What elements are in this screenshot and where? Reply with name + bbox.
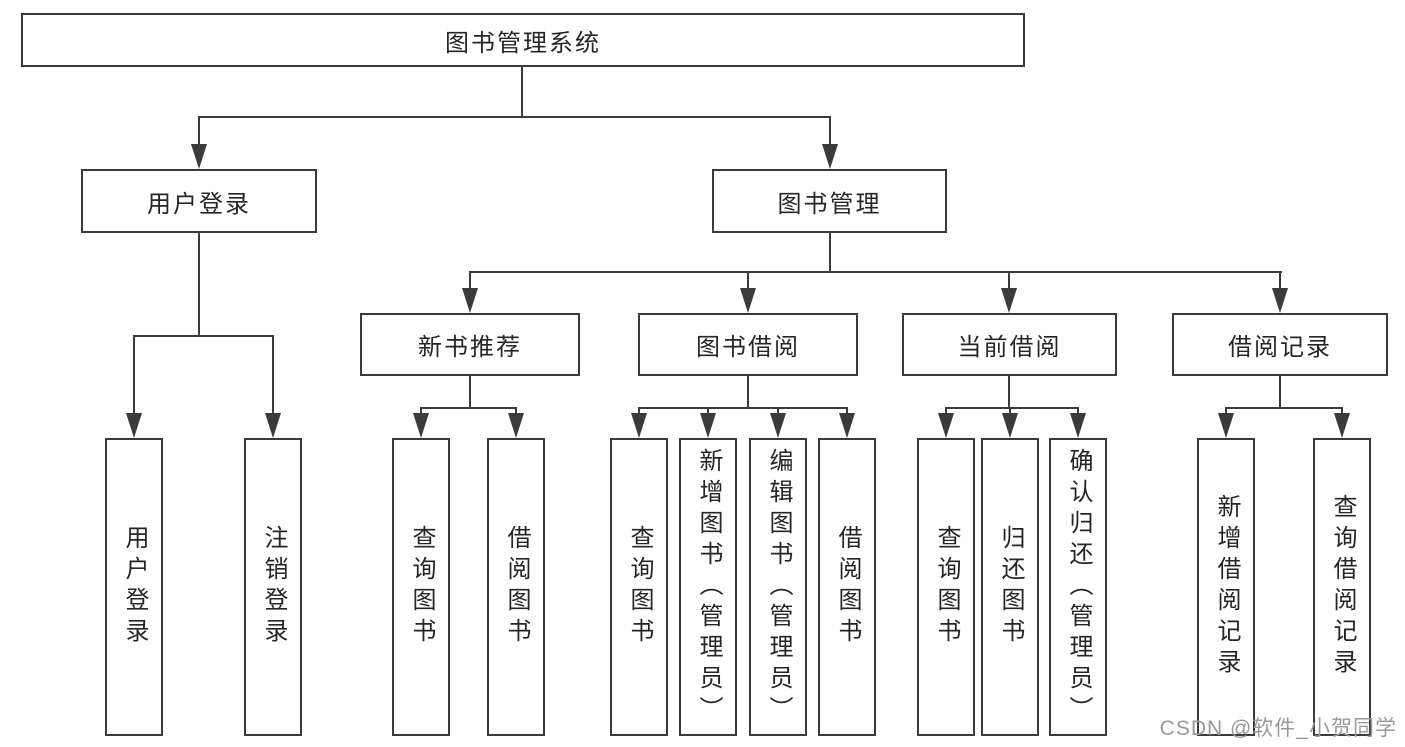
node-root-label: 图书管理系统	[445, 29, 601, 57]
arrowhead-down	[1218, 413, 1234, 438]
node-book-management-label: 图书管理	[777, 190, 882, 218]
leaf-confirm-return-admin-label: 确认归还（管理员）	[1065, 447, 1092, 727]
leaf-return-books-label: 归还图书	[997, 525, 1024, 649]
drop-line	[1279, 271, 1281, 291]
node-root-system: 图书管理系统	[21, 13, 1025, 67]
leaf-recommend-borrow-books-label: 借阅图书	[503, 525, 530, 649]
bar-line	[198, 116, 831, 118]
node-current-borrow-label: 当前借阅	[957, 334, 1062, 361]
leaf-logout-label: 注销登录	[260, 525, 287, 649]
drop-line	[829, 116, 831, 146]
arrowhead-down	[265, 413, 281, 438]
arrowhead-down	[1272, 288, 1288, 313]
stem-line	[829, 233, 831, 273]
node-borrow-records: 借阅记录	[1172, 313, 1388, 376]
drop-line	[1008, 271, 1010, 291]
csdn-watermark: CSDN @软件_小贺同学	[1159, 717, 1397, 740]
leaf-edit-books-admin: 编辑图书（管理员）	[749, 438, 807, 736]
leaf-edit-books-admin-label: 编辑图书（管理员）	[765, 447, 792, 727]
arrowhead-down	[631, 413, 647, 438]
leaf-borrow-books: 借阅图书	[818, 438, 876, 736]
bar-line	[638, 407, 848, 409]
stem-line	[198, 233, 200, 337]
leaf-recommend-borrow-books: 借阅图书	[487, 438, 545, 736]
stem-line	[1008, 376, 1010, 409]
stem-line	[747, 376, 749, 409]
drop-line	[515, 407, 517, 416]
leaf-current-query-books: 查询图书	[917, 438, 975, 736]
arrowhead-down	[700, 413, 716, 438]
node-new-book-recommend: 新书推荐	[360, 313, 580, 376]
drop-line	[420, 407, 422, 416]
drop-line	[777, 407, 779, 416]
arrowhead-down	[1002, 413, 1018, 438]
drop-line	[707, 407, 709, 416]
leaf-add-borrow-record-label: 新增借阅记录	[1213, 494, 1240, 680]
node-new-book-recommend-label: 新书推荐	[418, 334, 522, 361]
arrowhead-down	[770, 413, 786, 438]
drop-line	[1009, 407, 1011, 416]
stem-line	[1279, 376, 1281, 409]
bar-line	[1225, 407, 1343, 409]
leaf-recommend-query-books-label: 查询图书	[408, 525, 435, 649]
leaf-user-login: 用户登录	[105, 438, 163, 736]
leaf-add-books-admin: 新增图书（管理员）	[679, 438, 737, 736]
leaf-add-borrow-record: 新增借阅记录	[1197, 438, 1255, 736]
arrowhead-down	[1334, 413, 1350, 438]
leaf-recommend-query-books: 查询图书	[392, 438, 450, 736]
drop-line	[1341, 407, 1343, 416]
node-user-login-branch-label: 用户登录	[147, 190, 251, 218]
node-book-management-branch: 图书管理	[712, 169, 947, 233]
stem-line	[521, 67, 523, 118]
leaf-query-borrow-record-label: 查询借阅记录	[1329, 494, 1356, 680]
drop-line	[1225, 407, 1227, 416]
leaf-logout: 注销登录	[244, 438, 302, 736]
node-borrow-records-label: 借阅记录	[1228, 334, 1332, 361]
drop-line	[846, 407, 848, 416]
arrowhead-down	[822, 144, 838, 169]
stem-line	[469, 376, 471, 409]
leaf-borrow-books-label: 借阅图书	[834, 525, 861, 649]
node-current-borrow: 当前借阅	[902, 313, 1117, 376]
bar-line	[469, 271, 1282, 273]
node-book-borrow-label: 图书借阅	[696, 334, 800, 361]
arrowhead-down	[938, 413, 954, 438]
leaf-current-query-books-label: 查询图书	[933, 525, 960, 649]
drop-line	[1077, 407, 1079, 416]
arrowhead-down	[191, 144, 207, 169]
drop-line	[133, 335, 135, 415]
arrowhead-down	[1001, 288, 1017, 313]
node-user-login-branch: 用户登录	[81, 169, 317, 233]
bar-line	[945, 407, 1079, 409]
arrowhead-down	[413, 413, 429, 438]
drop-line	[198, 116, 200, 146]
leaf-add-books-admin-label: 新增图书（管理员）	[695, 447, 722, 727]
drop-line	[945, 407, 947, 416]
arrowhead-down	[462, 288, 478, 313]
leaf-borrow-query-books: 查询图书	[610, 438, 668, 736]
leaf-query-borrow-record: 查询借阅记录	[1313, 438, 1371, 736]
leaf-borrow-query-books-label: 查询图书	[626, 525, 653, 649]
arrowhead-down	[508, 413, 524, 438]
drop-line	[272, 335, 274, 415]
bar-line	[133, 335, 274, 337]
leaf-user-login-label: 用户登录	[121, 525, 148, 649]
node-book-borrow: 图书借阅	[638, 313, 858, 376]
arrowhead-down	[126, 413, 142, 438]
leaf-return-books: 归还图书	[981, 438, 1039, 736]
arrowhead-down	[740, 288, 756, 313]
bar-line	[420, 407, 517, 409]
arrowhead-down	[839, 413, 855, 438]
arrowhead-down	[1070, 413, 1086, 438]
drop-line	[469, 271, 471, 291]
leaf-confirm-return-admin: 确认归还（管理员）	[1049, 438, 1107, 736]
drop-line	[638, 407, 640, 416]
drop-line	[747, 271, 749, 291]
